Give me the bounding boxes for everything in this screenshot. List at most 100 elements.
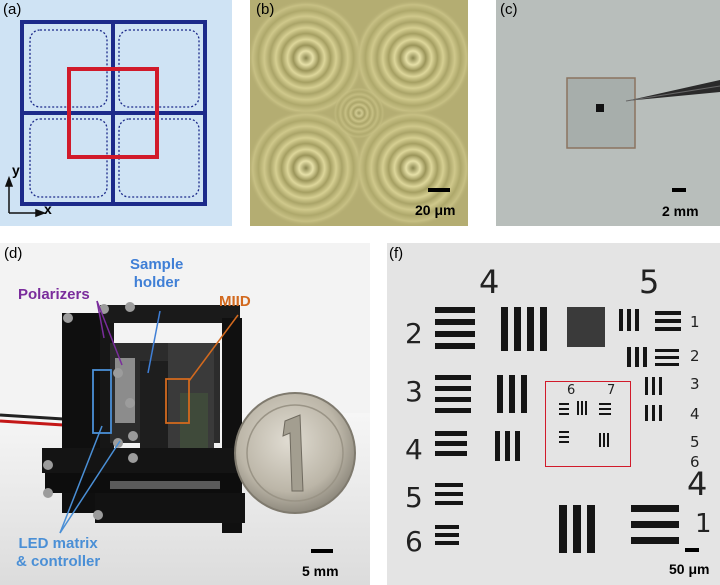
bar [559, 436, 569, 438]
lens-ring-tr [355, 0, 468, 116]
bar [655, 311, 681, 315]
bar [655, 319, 681, 323]
bar [599, 433, 601, 447]
panel-f-label: (f) [389, 245, 404, 262]
bar [559, 505, 567, 553]
bar [435, 483, 463, 487]
bar [577, 401, 579, 415]
bar [631, 537, 679, 544]
miid-label: MIID [219, 293, 251, 310]
usaf-element-5-left: 5 [405, 481, 423, 514]
axes-icon [4, 175, 47, 218]
bar [435, 343, 475, 349]
bar [435, 431, 467, 436]
bar [659, 377, 662, 395]
bar [652, 377, 655, 395]
usaf-element-5-right: 5 [690, 433, 700, 451]
panel-d: (d) Polarizers Sample holder MIID LED ma… [0, 243, 370, 585]
bar [515, 431, 520, 461]
bar [659, 405, 662, 421]
usaf-element-3-left: 3 [405, 375, 423, 408]
bar [435, 451, 467, 456]
panel-c: (c) 2 mm [496, 0, 720, 226]
lens-array-micrograph [250, 0, 468, 226]
y-axis-label: y [12, 162, 20, 178]
bar [655, 349, 679, 352]
bar [627, 347, 631, 367]
bar [435, 375, 471, 380]
bar [559, 441, 569, 443]
bar [581, 401, 583, 415]
usaf-group-7-inset: 7 [607, 383, 616, 398]
lens-ring-br [355, 110, 468, 226]
bar [645, 405, 648, 421]
bar [435, 492, 463, 496]
bar [599, 403, 611, 405]
panel-c-label: (c) [500, 1, 518, 18]
bar [619, 309, 623, 331]
coin-numeral [282, 414, 304, 492]
sample-photo [566, 77, 720, 149]
sample-center-dot [596, 104, 604, 112]
bar [607, 433, 609, 447]
panel-c-scale-bar [672, 188, 686, 192]
x-axis-label: x [44, 201, 52, 217]
usaf-group-6-inset: 6 [567, 383, 576, 398]
bar [435, 331, 475, 337]
panel-b-scale-bar [428, 188, 450, 192]
bar [435, 541, 459, 545]
inset-highlight-box [545, 381, 631, 467]
panel-f: (f) 4 5 2 3 4 5 6 1 2 3 4 5 6 6 7 4 1 [387, 243, 720, 585]
bar [645, 377, 648, 395]
highlight-square [67, 67, 159, 159]
panel-a: (a) y x [0, 0, 232, 226]
panel-b-scale-label: 20 μm [415, 202, 456, 218]
usaf-element-2-right: 2 [690, 347, 700, 365]
bar [501, 307, 508, 351]
bar [587, 505, 595, 553]
usaf-element-2-left: 2 [405, 317, 423, 350]
bar [505, 431, 510, 461]
panel-f-scale-bar [685, 548, 699, 552]
bar [631, 521, 679, 528]
led-matrix-label-line1: LED matrix [18, 535, 98, 552]
led-matrix-label-line2: & controller [16, 553, 101, 570]
led-matrix-label: LED matrix & controller [16, 535, 100, 571]
lens-ring-center [333, 87, 385, 139]
panel-f-scale-label: 50 μm [669, 561, 710, 577]
bar [599, 413, 611, 415]
bar [603, 433, 605, 447]
bar [435, 307, 475, 313]
bar [540, 307, 547, 351]
bar [559, 408, 569, 410]
lens-ring-bl [250, 110, 364, 226]
bar [495, 431, 500, 461]
bar [435, 501, 463, 505]
bar [631, 505, 679, 512]
usaf-group-5-top: 5 [639, 263, 660, 301]
bar [435, 408, 471, 413]
panel-d-scale-label: 5 mm [302, 563, 339, 579]
grid-schematic [4, 20, 207, 218]
bar [435, 441, 467, 446]
usaf-element-4-right: 4 [690, 405, 700, 423]
bar [509, 375, 515, 413]
bar [599, 408, 611, 410]
sample-holder-label-line2: holder [133, 274, 180, 291]
usaf-element-6-left: 6 [405, 525, 423, 558]
panel-d-scale-bar [311, 549, 333, 553]
bar [573, 505, 581, 553]
bar [627, 309, 631, 331]
bar [655, 363, 679, 366]
bar [655, 356, 679, 359]
bar [635, 309, 639, 331]
usaf-square [567, 307, 605, 347]
bar [655, 327, 681, 331]
sample-holder-label-line1: Sample [130, 256, 184, 273]
panel-d-label: (d) [4, 245, 23, 262]
bar [435, 533, 459, 537]
panel-b: (b) 20 μm [250, 0, 468, 226]
usaf-element-1-right: 1 [690, 313, 700, 331]
usaf-element-4-left: 4 [405, 433, 423, 466]
panel-c-scale-label: 2 mm [662, 203, 699, 219]
